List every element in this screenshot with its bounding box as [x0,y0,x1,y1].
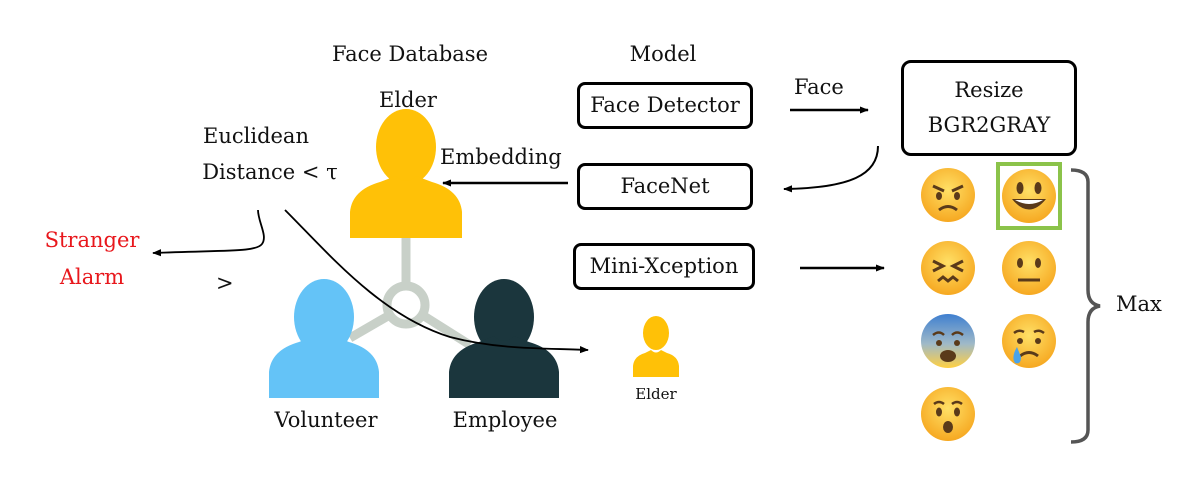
elder-person-icon [350,109,462,238]
bgr2gray-label: BGR2GRAY [927,113,1051,137]
mini-xception-label: Mini-Xception [589,254,739,278]
employee-person-icon [449,279,559,398]
smiling-face-icon [1002,169,1056,223]
employee-label: Employee [452,408,558,432]
face-arrow-label: Face [794,75,844,99]
stranger-arrow [152,209,265,257]
surprised-face-icon [921,387,975,441]
greater-than-label: > [216,271,234,295]
neutral-face-icon [1002,241,1056,295]
max-brace [1070,168,1101,444]
embedding-arrow-label: Embedding [440,145,562,169]
match-arrow [284,209,589,354]
resize-to-facenet-arrow [783,145,879,193]
angry-face-icon [921,168,975,222]
alarm-label: Alarm [59,265,125,289]
small-elder-person-icon [633,316,679,377]
face-detector-box: Face Detector [577,82,753,129]
volunteer-label: Volunteer [274,408,378,432]
facenet-label: FaceNet [620,174,710,198]
crying-face-icon [1002,314,1056,368]
stranger-label: Stranger [44,228,140,252]
model-heading: Model [629,42,697,66]
resize-label: Resize [954,78,1024,102]
face-database-heading: Face Database [331,42,489,66]
preprocess-box: Resize BGR2GRAY [901,60,1077,156]
distance-line-2: Distance < τ [202,160,338,184]
small-elder-label: Elder [635,385,677,403]
max-label: Max [1116,292,1162,316]
persevering-face-icon [921,241,975,295]
selected-emotion-frame [996,162,1062,230]
face-detector-label: Face Detector [590,93,740,117]
mini-xception-box: Mini-Xception [573,243,755,290]
volunteer-person-icon [269,279,379,398]
distance-line-1: Euclidean [203,124,309,148]
database-connector [347,228,473,349]
fearful-face-icon [921,314,975,368]
facenet-box: FaceNet [577,163,753,210]
elder-label: Elder [379,88,437,112]
